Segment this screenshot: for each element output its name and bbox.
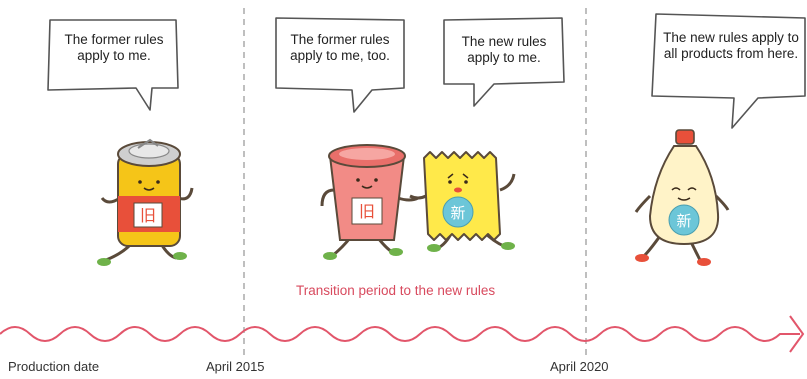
transition-period-label: Transition period to the new rules (296, 283, 496, 298)
timeline-label-production-date: Production date (8, 359, 100, 374)
pack-character (409, 151, 516, 252)
bottle-badge-kanji: 新 (676, 212, 691, 230)
timeline-wave (0, 326, 800, 342)
cup-character (320, 144, 419, 260)
speech-text-former-too: The former rules apply to me, too. (290, 32, 390, 63)
speech-bubble-former (47, 19, 179, 111)
can-character (97, 138, 194, 266)
cup-badge-kanji: 旧 (359, 202, 375, 221)
timeline-arrowhead (789, 315, 805, 353)
timeline-label-april-2020: April 2020 (550, 359, 609, 374)
speech-bubble-former-too (275, 17, 405, 113)
speech-text-former: The former rules apply to me. (64, 32, 164, 63)
pack-badge-kanji: 新 (450, 204, 465, 222)
speech-text-new-all: The new rules apply to all products from… (663, 30, 799, 61)
bottle-character (634, 129, 730, 266)
timeline-label-april-2015: April 2015 (206, 359, 265, 374)
can-badge-kanji: 旧 (140, 206, 156, 225)
speech-bubble-new-apply (443, 17, 565, 107)
speech-bubble-new-all (651, 13, 806, 129)
speech-text-new-apply: The new rules apply to me. (461, 34, 547, 65)
